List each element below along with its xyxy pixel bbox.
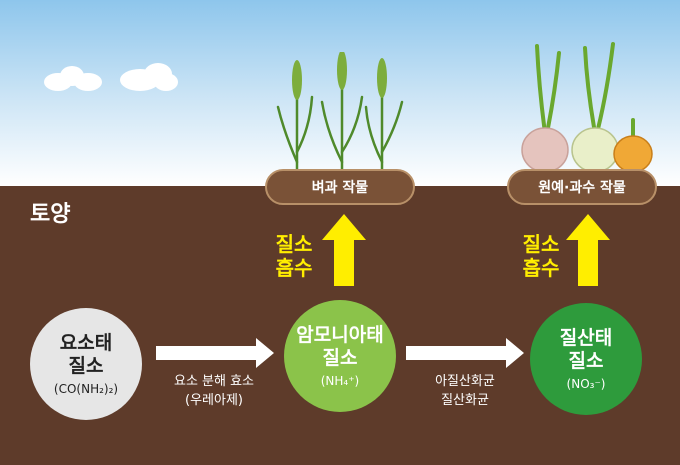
horticulture-crop-label: 원예·과수 작물 bbox=[507, 169, 657, 205]
rice-plant-illustration bbox=[276, 52, 404, 182]
rice-crop-label: 벼과 작물 bbox=[265, 169, 415, 205]
nitrate-node-line2: 질소 bbox=[568, 350, 604, 372]
ammonium-formula: (NH₄⁺) bbox=[320, 374, 360, 388]
urea-node-line1: 요소태 bbox=[59, 332, 113, 354]
soil-label: 토양 bbox=[30, 202, 71, 227]
urea-node-line2: 질소 bbox=[68, 355, 104, 377]
urea-nitrogen-node: 요소태 질소 (CO(NH₂)₂) bbox=[30, 308, 142, 420]
ammonium-node-line1: 암모니아태 bbox=[296, 324, 384, 346]
absorption-label-rice: 질소 흡수 bbox=[268, 232, 320, 280]
ammonium-nitrogen-node: 암모니아태 질소 (NH₄⁺) bbox=[284, 300, 396, 412]
nitrification-step-line1: 아질산화균 bbox=[435, 374, 495, 389]
nitrification-step-line2: 질산화균 bbox=[441, 393, 489, 408]
absorption-line2: 흡수 bbox=[522, 256, 560, 280]
absorption-line1: 질소 bbox=[522, 232, 560, 256]
urease-step-line1: 요소 분해 효소 bbox=[173, 374, 255, 389]
cloud-icon bbox=[44, 63, 178, 91]
up-arrow-icon bbox=[566, 214, 610, 286]
up-arrow-icon bbox=[322, 214, 366, 286]
nitrate-node-line1: 질산태 bbox=[559, 327, 613, 349]
urease-step-label: 요소 분해 효소 (우레아제) bbox=[150, 372, 278, 410]
ammonium-node-line2: 질소 bbox=[322, 347, 358, 369]
right-arrow-icon bbox=[406, 338, 524, 368]
right-arrow-icon bbox=[156, 338, 274, 368]
nitrate-formula: (NO₃⁻) bbox=[566, 377, 606, 391]
absorption-line1: 질소 bbox=[275, 232, 313, 256]
nitrification-step-label: 아질산화균 질산화균 bbox=[402, 372, 528, 410]
urease-step-line2: (우레아제) bbox=[185, 393, 243, 408]
onion-illustration bbox=[521, 42, 653, 173]
urea-formula: (CO(NH₂)₂) bbox=[53, 382, 119, 396]
nitrate-nitrogen-node: 질산태 질소 (NO₃⁻) bbox=[530, 303, 642, 415]
absorption-line2: 흡수 bbox=[275, 256, 313, 280]
absorption-label-horticulture: 질소 흡수 bbox=[515, 232, 567, 280]
